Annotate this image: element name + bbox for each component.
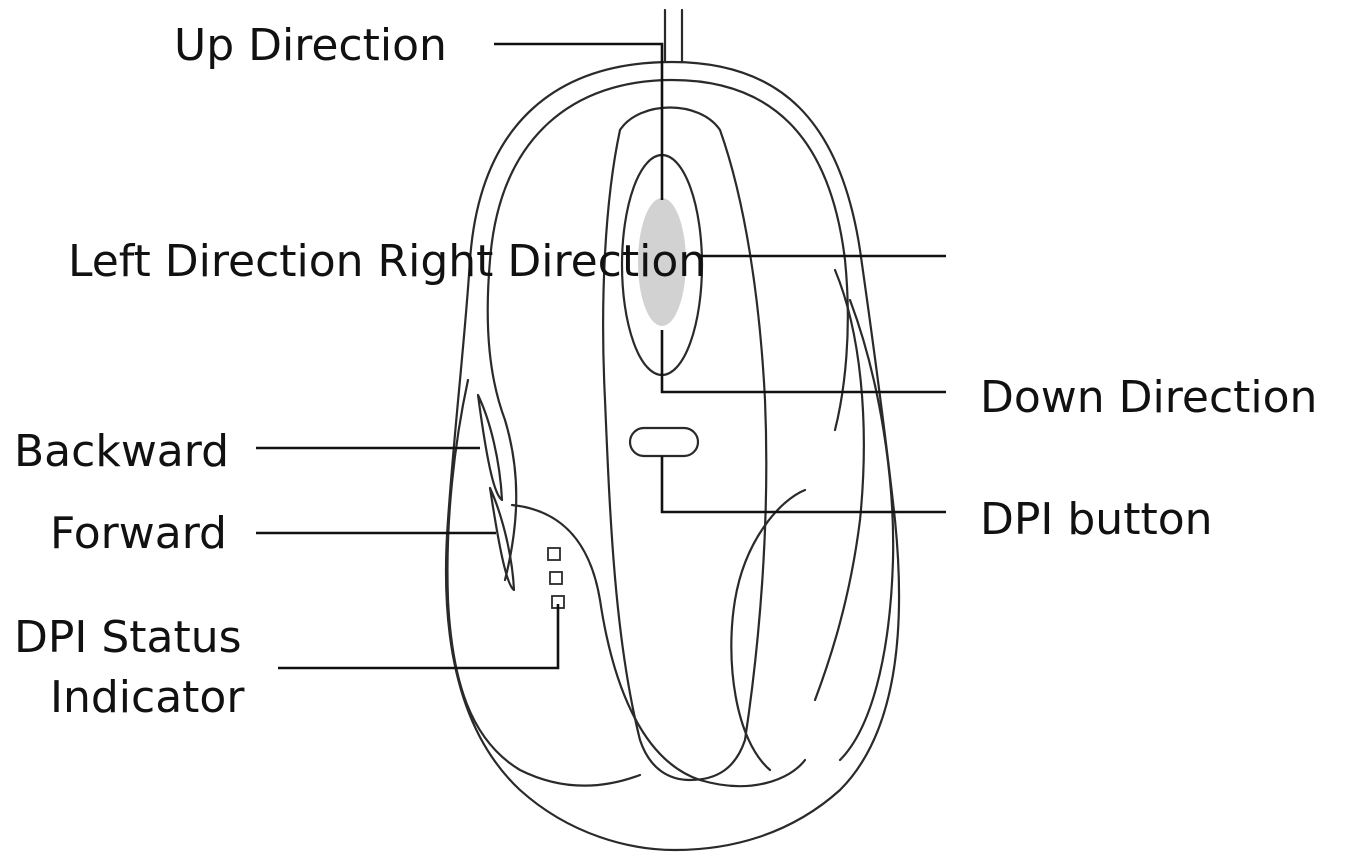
- thumb-rest-curve: [510, 503, 807, 788]
- down-direction-leader: [660, 330, 946, 394]
- left-grip-panel: [446, 378, 642, 787]
- forward-label: Forward: [50, 508, 227, 559]
- right-panel: [838, 298, 895, 762]
- forward-button-outline: [488, 486, 516, 592]
- center-ridge: [602, 106, 768, 782]
- dpi-button-leader: [660, 456, 946, 514]
- down-direction-label: Down Direction: [980, 372, 1318, 423]
- dpi-status-leader: [278, 604, 560, 670]
- dpi-button-label: DPI button: [980, 494, 1213, 545]
- backward-label: Backward: [14, 426, 230, 477]
- up-direction-label: Up Direction: [174, 20, 447, 71]
- dpi-status-indicator-label: DPI Status Indicator: [14, 608, 244, 728]
- scroll-wheel: [638, 198, 686, 326]
- right-grip: [730, 488, 807, 772]
- dpi-status-line-2: Indicator: [50, 672, 245, 723]
- dpi-led-2: [549, 571, 563, 585]
- right-side-line: [813, 268, 865, 702]
- up-direction-leader: [494, 42, 664, 200]
- mouse-outer-body: [444, 60, 901, 852]
- dpi-led-1: [547, 547, 561, 561]
- dpi-status-line-1: DPI Status: [14, 612, 242, 663]
- backward-button-outline: [476, 393, 504, 502]
- mouse-inner-contour: [486, 78, 849, 582]
- left-right-direction-label: Left Direction Right Direction: [68, 236, 707, 287]
- dpi-button-shape: [628, 426, 700, 458]
- mouse-cable: [663, 8, 684, 64]
- dpi-led-indicators: [547, 547, 565, 609]
